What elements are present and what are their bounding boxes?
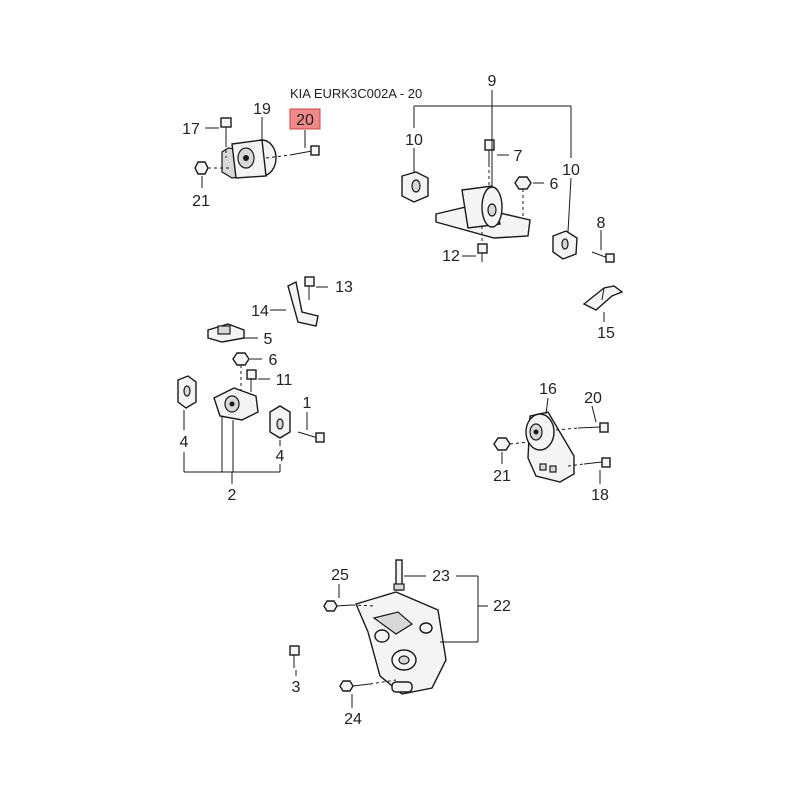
callout-12[interactable]: 12 [442, 248, 460, 265]
callout-9[interactable]: 9 [488, 73, 497, 90]
nut-21-top [194, 161, 230, 175]
callout-2[interactable]: 2 [228, 487, 237, 504]
bolt-20-top [265, 145, 320, 159]
nut-21-right [493, 437, 529, 451]
callout-14[interactable]: 14 [251, 303, 269, 320]
bolt-11 [246, 369, 257, 392]
bolt-8 [591, 251, 615, 263]
callout-22[interactable]: 22 [493, 598, 511, 615]
callout-8[interactable]: 8 [597, 215, 606, 232]
bolt-20-right [555, 422, 609, 433]
callout-4-left[interactable]: 4 [180, 434, 189, 451]
plate-5 [207, 323, 245, 343]
callout-10-left[interactable]: 10 [405, 132, 423, 149]
callout-6-middle[interactable]: 6 [269, 352, 278, 369]
highlighted-callout-box[interactable] [289, 108, 321, 130]
callout-4-right[interactable]: 4 [276, 448, 285, 465]
diagram-title: KIA EURK3C002A - 20 [290, 86, 422, 101]
callout-16[interactable]: 16 [539, 381, 557, 398]
insert-4-right [269, 405, 291, 439]
nut-6-middle [232, 352, 250, 395]
part-10-insert-left [401, 171, 429, 203]
bolt-1 [297, 431, 325, 443]
bolt-7 [484, 139, 495, 188]
callout-6-top[interactable]: 6 [550, 176, 559, 193]
callout-25[interactable]: 25 [331, 567, 349, 584]
callout-21-right[interactable]: 21 [493, 468, 511, 485]
part-9-mount-assembly [435, 185, 531, 239]
callout-18[interactable]: 18 [591, 487, 609, 504]
bolt-3 [289, 645, 300, 668]
stud-23 [393, 559, 405, 591]
bolt-24 [339, 679, 397, 692]
bolt-25 [323, 600, 377, 612]
callout-19[interactable]: 19 [253, 101, 271, 118]
nut-6-top [514, 176, 532, 218]
callout-7[interactable]: 7 [514, 148, 523, 165]
part-16-mount [525, 411, 575, 483]
bolt-17 [220, 117, 232, 158]
insert-4-left [177, 375, 197, 409]
part-22-bracket [355, 591, 447, 695]
callout-20-right[interactable]: 20 [584, 390, 602, 407]
bracket-14 [287, 280, 319, 327]
callout-1[interactable]: 1 [303, 395, 312, 412]
callout-3[interactable]: 3 [292, 679, 301, 696]
bolt-18 [567, 457, 611, 468]
bolt-12 [477, 226, 488, 262]
callout-23[interactable]: 23 [432, 568, 450, 585]
part-10-insert-right [552, 230, 578, 260]
bolt-13 [304, 276, 315, 300]
bracket-15 [582, 285, 624, 311]
callout-20-highlighted[interactable]: 20 [296, 112, 314, 129]
callout-24[interactable]: 24 [344, 711, 362, 728]
part-2-mount [213, 387, 259, 421]
callout-21-top[interactable]: 21 [192, 193, 210, 210]
callout-11[interactable]: 11 [276, 372, 293, 389]
callout-13[interactable]: 13 [335, 279, 353, 296]
callout-5[interactable]: 5 [264, 331, 273, 348]
callout-10-right[interactable]: 10 [562, 162, 580, 179]
part-19-mount [221, 139, 277, 179]
callout-17[interactable]: 17 [182, 121, 200, 138]
callout-15[interactable]: 15 [597, 325, 615, 342]
